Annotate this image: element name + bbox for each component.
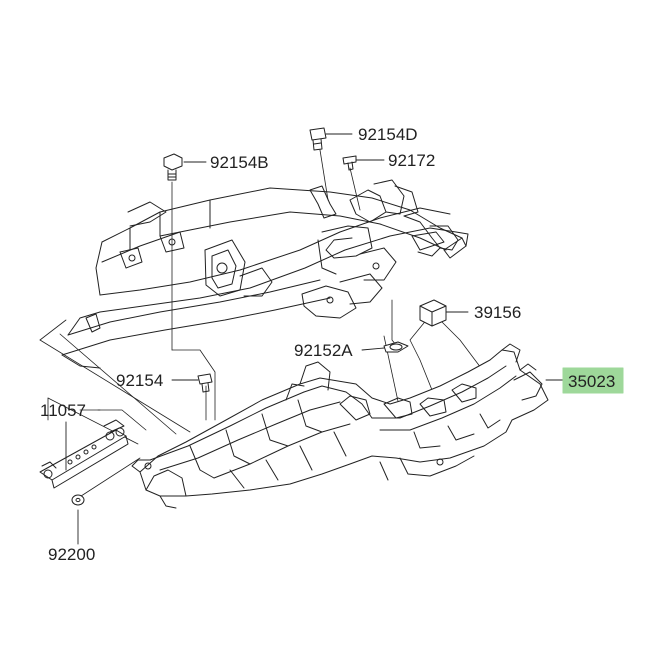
screw-92172-icon <box>342 155 357 171</box>
bolt-92154-icon <box>197 373 213 393</box>
callout-labels: 92154D 92172 92154B 39156 92152A 35023 9… <box>40 125 615 564</box>
undertray-35023 <box>131 343 549 509</box>
callout-92154b[interactable]: 92154B <box>210 153 269 172</box>
callout-92154[interactable]: 92154 <box>116 371 163 390</box>
callout-11057[interactable]: 11057 <box>40 401 86 420</box>
bolt-92154b-icon <box>163 153 183 181</box>
callout-92200[interactable]: 92200 <box>48 545 95 564</box>
bolt-92154d-icon <box>309 127 327 151</box>
leader-lines <box>65 133 567 545</box>
fasteners <box>71 127 447 506</box>
callout-92172[interactable]: 92172 <box>388 151 435 170</box>
washer-92200-icon <box>71 494 85 506</box>
block-39156-icon <box>419 299 447 327</box>
callout-92154d[interactable]: 92154D <box>358 125 418 144</box>
callout-35023[interactable]: 35023 <box>568 372 615 391</box>
callout-92152a[interactable]: 92152A <box>294 341 353 360</box>
rear-frame <box>61 179 469 369</box>
bracket-11057 <box>39 419 129 489</box>
grommet-92152a-icon <box>383 341 409 353</box>
callout-highlight <box>562 367 624 394</box>
callout-39156[interactable]: 39156 <box>474 303 521 322</box>
